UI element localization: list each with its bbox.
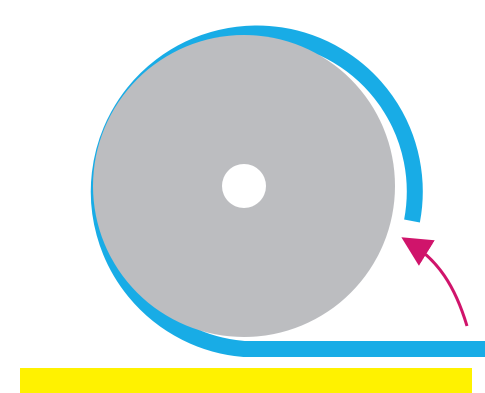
curved-arrow-icon xyxy=(409,242,467,326)
center-hole xyxy=(222,164,266,208)
yellow-surface-icon xyxy=(20,368,472,393)
